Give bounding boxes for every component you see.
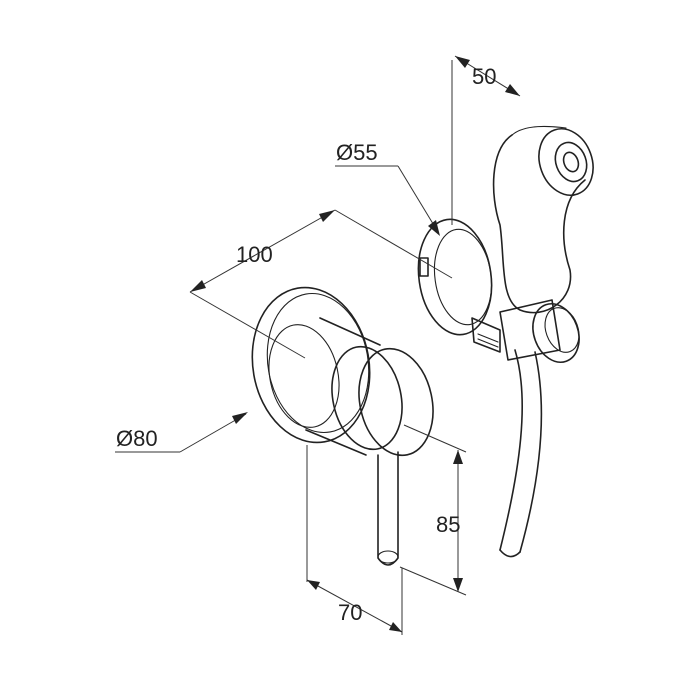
mixer-assembly (251, 286, 434, 566)
mixer-rosette-outer (251, 286, 371, 444)
handshower-head (538, 128, 594, 196)
dimension-label-70: 70 (338, 600, 362, 625)
mixer-lever (377, 451, 399, 566)
outlet-thread (477, 333, 499, 348)
hose (499, 349, 524, 551)
dimension-label-o80: Ø80 (116, 426, 158, 451)
holder-knob-face (544, 307, 580, 353)
handshower-body (492, 134, 586, 314)
outlet-nut (419, 257, 429, 277)
dimension-o80: Ø80 (115, 412, 248, 453)
dimension-label-85: 85 (436, 512, 460, 537)
outlet-connector (471, 317, 501, 353)
handshower-nozzle (562, 151, 580, 173)
hose-inner (519, 351, 543, 553)
mixer-lever-tip (377, 550, 399, 564)
handshower-top-edge (511, 125, 567, 136)
dimension-label-100: 100 (236, 242, 273, 267)
dimension-label-o55: Ø55 (336, 140, 378, 165)
dimension-50: 50 (451, 55, 521, 225)
holder-knob (532, 303, 580, 363)
mixer-cap-face (358, 347, 434, 457)
hose-end (499, 549, 521, 558)
handshower-assembly (417, 125, 594, 558)
dimension-100: 100 (189, 209, 453, 359)
mixer-body (305, 317, 381, 456)
mixer-rosette-inner (266, 292, 370, 434)
holder-bracket (499, 299, 561, 361)
dimension-85: 85 (399, 424, 467, 596)
dimension-o55: Ø55 (335, 140, 440, 236)
dimension-70: 70 (306, 445, 403, 635)
outlet-rosette-inner (433, 228, 493, 326)
handshower-nozzle-ring (554, 141, 588, 183)
mixer-body-back (268, 324, 340, 428)
dimension-label-50: 50 (472, 64, 496, 89)
mixer-cap-ring (331, 345, 403, 451)
